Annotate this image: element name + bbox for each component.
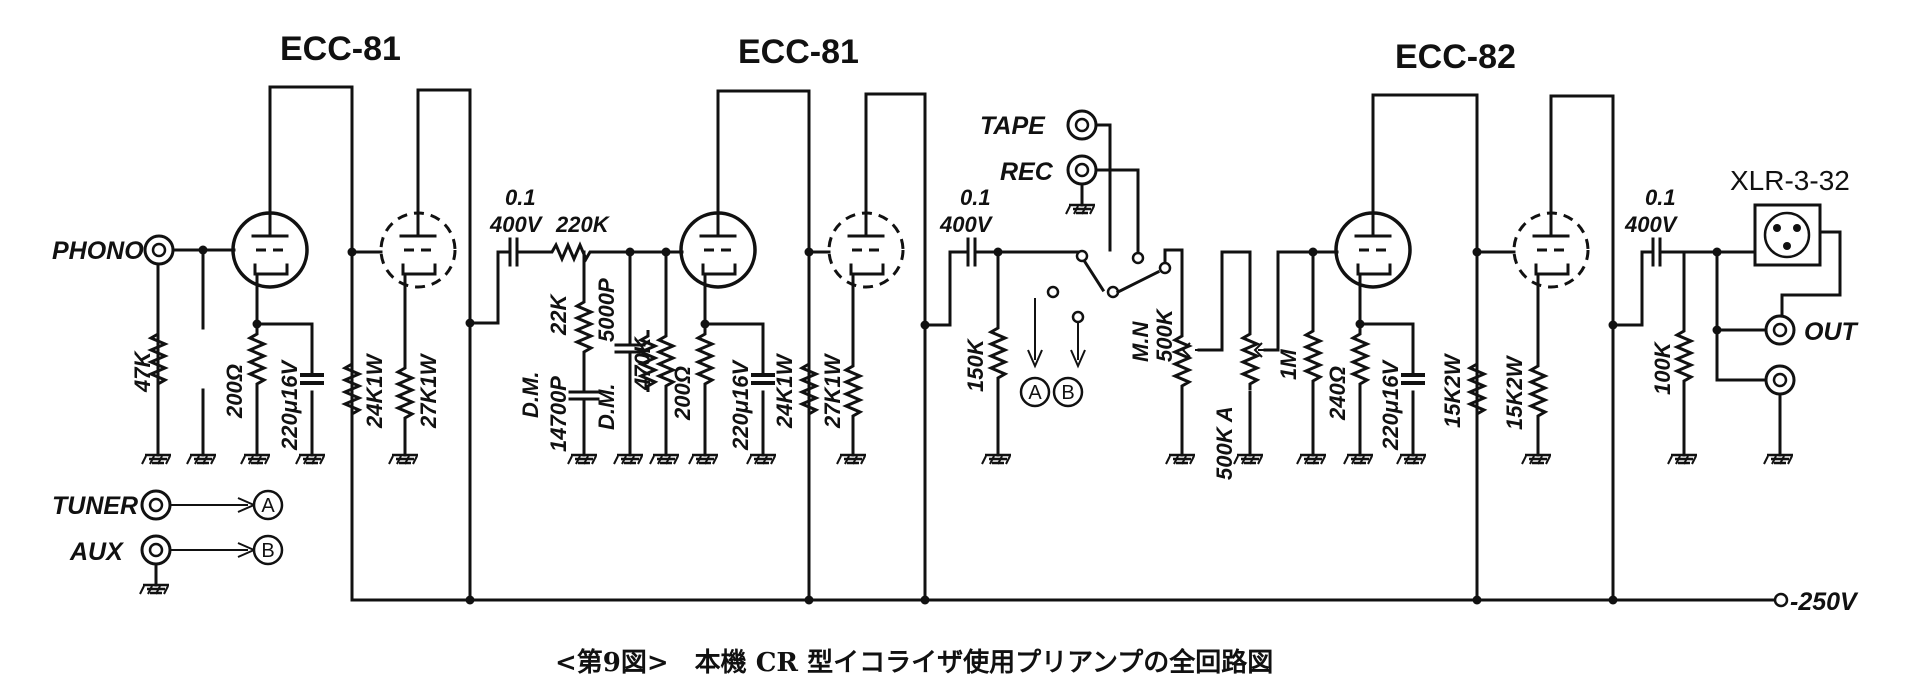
tube-label-v1: ECC-81 <box>280 30 401 68</box>
label-27k-1: 27K1W <box>416 352 441 429</box>
marker-b-aux: B <box>252 534 284 566</box>
label-24k-2: 24K1W <box>772 352 797 429</box>
svg-text:A: A <box>261 495 275 517</box>
out-label: OUT <box>1804 318 1860 346</box>
supply-label: -250V <box>1790 588 1859 616</box>
rec-label: REC <box>1000 158 1054 186</box>
svg-text:B: B <box>261 540 274 562</box>
svg-text:A: A <box>1028 382 1042 404</box>
label-5000p: 5000P <box>594 278 619 342</box>
label-47k: 47K <box>130 350 155 393</box>
marker-b-switch: B <box>1052 376 1084 408</box>
wiring <box>154 85 1842 608</box>
label-220u-1: 220μ16V <box>277 359 302 451</box>
xlr-connector-icon[interactable] <box>1753 203 1822 267</box>
label-500ka: 500K A <box>1212 406 1237 480</box>
junction-dots <box>198 245 1722 605</box>
label-200-1: 200Ω <box>222 364 247 419</box>
label-24k-1: 24K1W <box>362 352 387 429</box>
label-27k-2: 27K1W <box>820 352 845 429</box>
label-220k: 220K <box>555 212 611 237</box>
tape-label: TAPE <box>980 112 1046 140</box>
label-200-2: 200Ω <box>670 366 695 421</box>
marker-a-switch: A <box>1019 376 1051 408</box>
label-240: 240Ω <box>1325 366 1350 421</box>
tube-v1a <box>231 211 309 289</box>
tube-v2b <box>827 211 905 289</box>
label-400v-1: 400V <box>489 212 544 237</box>
label-mn: M.N <box>1128 321 1153 362</box>
tube-label-v2: ECC-81 <box>738 33 859 71</box>
out-jack-icon[interactable] <box>1764 314 1796 346</box>
svg-text:B: B <box>1061 382 1074 404</box>
phono-label: PHONO <box>52 237 144 265</box>
figure-caption: <第9図> 本機 CR 型イコライザ使用プリアンプの全回路図 <box>555 647 1273 678</box>
label-dm-2: D.M. <box>594 384 619 430</box>
aux-jack-icon[interactable] <box>140 534 172 566</box>
label-c01-2: 0.1 <box>960 185 991 210</box>
label-1m: 1M <box>1276 349 1301 380</box>
rec-jack-icon[interactable] <box>1066 154 1098 186</box>
tube-label-v3: ECC-82 <box>1395 38 1516 76</box>
tube-v3b <box>1512 211 1590 289</box>
label-c01-1: 0.1 <box>505 185 536 210</box>
label-15k-1: 15K2W <box>1440 352 1465 428</box>
label-220u-3: 220μ16V <box>1378 359 1403 451</box>
label-dm-1: D.M. <box>518 372 543 418</box>
label-400v-2: 400V <box>939 212 994 237</box>
resistors <box>149 241 1693 426</box>
label-470k: 470K <box>630 335 655 391</box>
label-150k: 150K <box>963 337 988 392</box>
tuner-label: TUNER <box>52 492 138 520</box>
label-15k-2: 15K2W <box>1502 354 1527 430</box>
xlr-label: XLR-3-32 <box>1730 165 1850 196</box>
label-c01-3: 0.1 <box>1645 185 1676 210</box>
label-220u-2: 220μ16V <box>728 359 753 451</box>
tube-v3a <box>1334 211 1412 289</box>
label-100k: 100K <box>1650 340 1675 395</box>
tube-v2a <box>679 211 757 289</box>
label-14700p: 14700P <box>546 376 571 452</box>
out-jack-2-icon[interactable] <box>1764 364 1796 396</box>
label-400v-3: 400V <box>1624 212 1679 237</box>
phono-jack-icon[interactable] <box>143 234 175 266</box>
tuner-jack-icon[interactable] <box>140 489 172 521</box>
tube-v1b <box>379 211 457 289</box>
tape-jack-icon[interactable] <box>1066 109 1098 141</box>
marker-a-tuner: A <box>252 489 284 521</box>
aux-label: AUX <box>69 538 124 566</box>
label-22k: 22K <box>546 293 571 336</box>
label-500k: 500K <box>1152 307 1177 362</box>
